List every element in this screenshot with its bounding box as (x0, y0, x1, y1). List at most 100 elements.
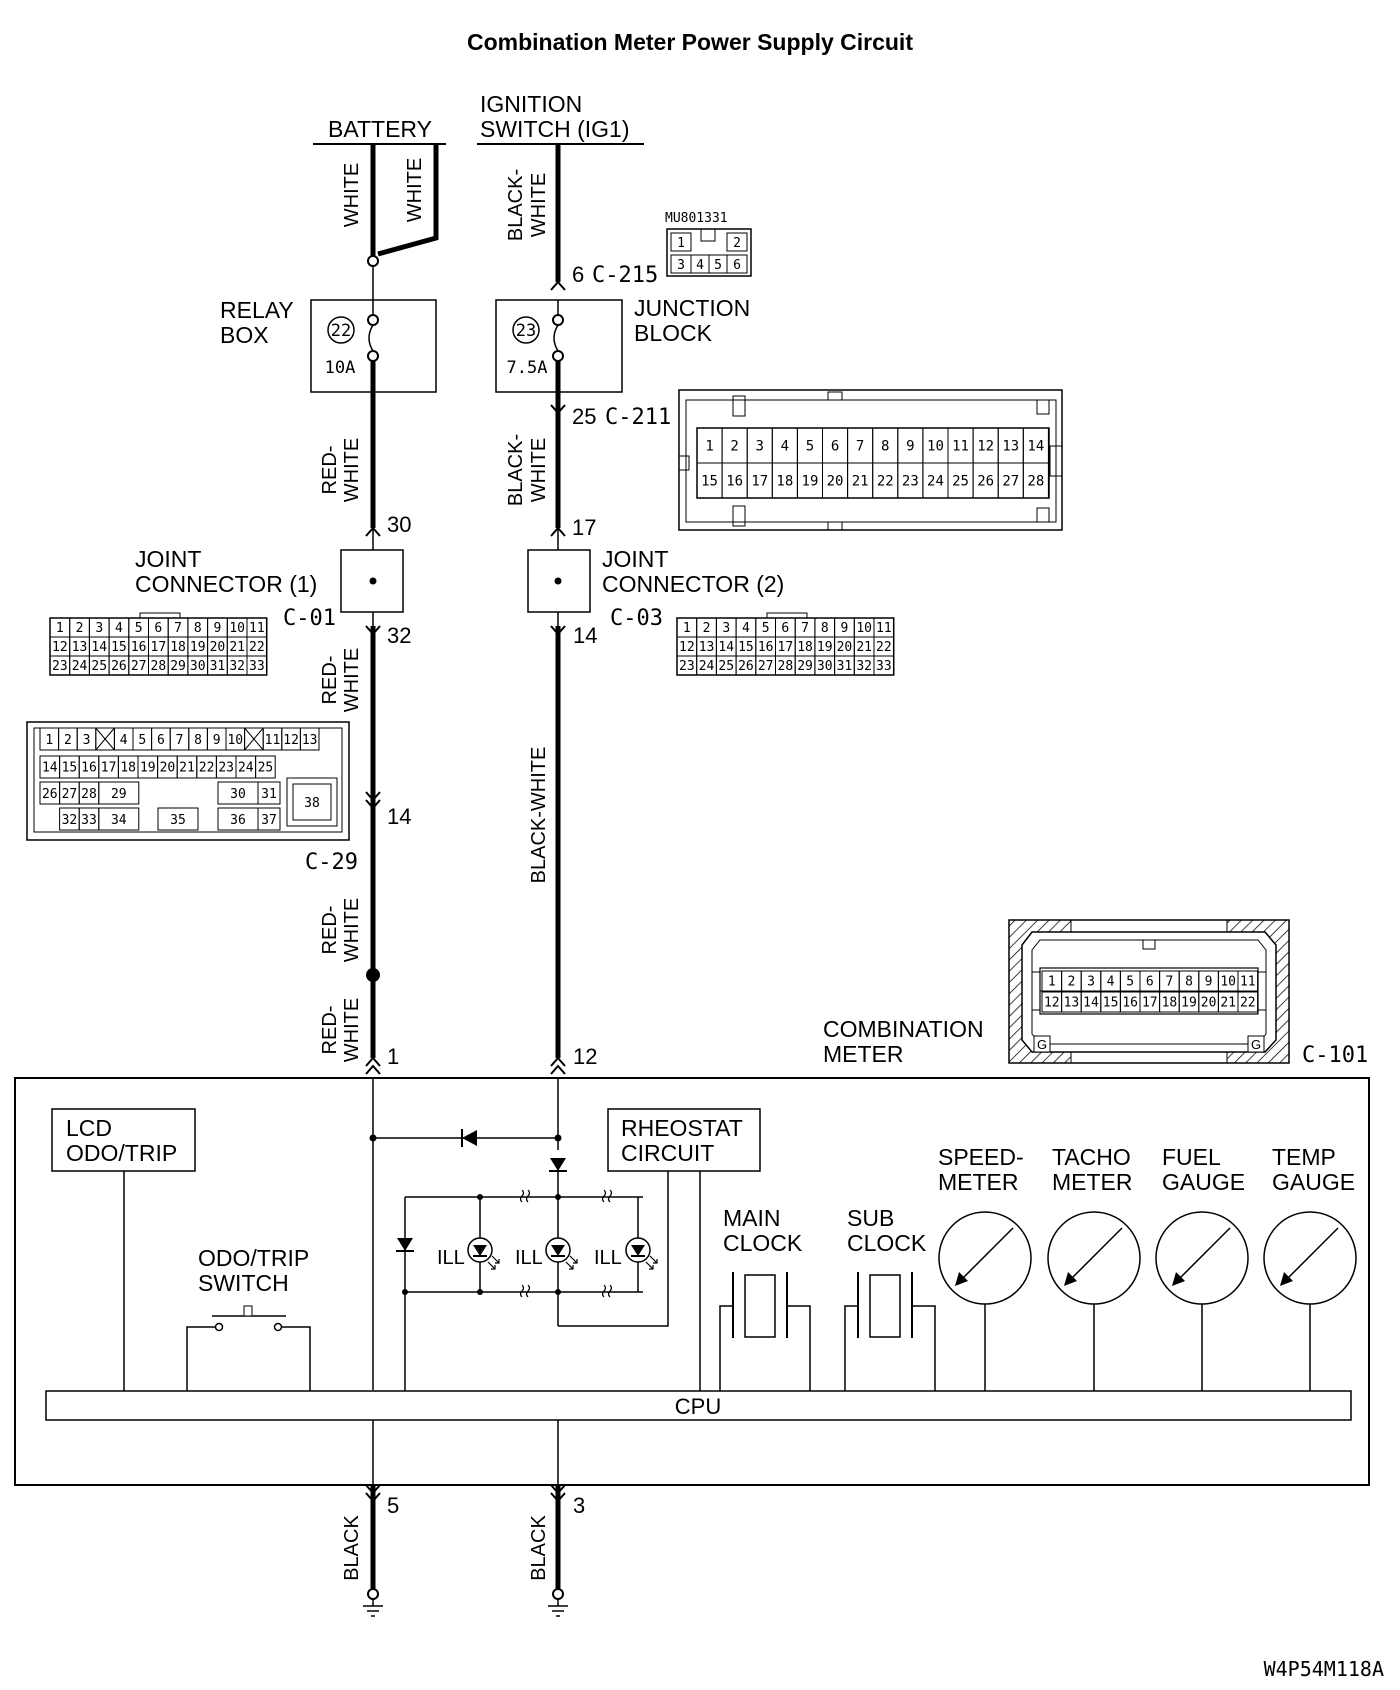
c29-pin-cell (98, 807, 140, 831)
c211-pin-number: 23 (902, 474, 919, 490)
c29-pin-cell (257, 781, 281, 805)
c01-face-pin-number: 1 (56, 621, 64, 636)
ill-label-3: ILL (594, 1247, 622, 1269)
c03-pin-out: 14 (573, 623, 597, 648)
c29-pin-cell (255, 755, 276, 779)
ig-wire-label-2a: BLACK- (505, 434, 527, 506)
rail-diode (549, 1158, 567, 1197)
illumination-lamp-icon (545, 1197, 578, 1292)
ground-wire-label-right: BLACK (528, 1515, 550, 1581)
gauge-dial-icon (1263, 1211, 1357, 1391)
c03-face-pin-number: 10 (856, 621, 872, 636)
c03-face-pin-number: 15 (738, 640, 754, 655)
c211-pin-number: 14 (1027, 439, 1044, 455)
c215-name: C-215 (592, 263, 658, 288)
junction-block-label-2: BLOCK (634, 320, 713, 346)
c03-face-pin-number: 23 (679, 659, 695, 674)
battery-wire-label-2: WHITE (404, 158, 426, 222)
main-clock-label-2: CLOCK (723, 1230, 803, 1256)
c101-pin-12: 12 (573, 1044, 597, 1069)
relay-box: 22 10A (310, 255, 437, 393)
ignition-wire-label-1: BLACK- (505, 169, 527, 241)
c101-pin-1: 1 (387, 1044, 399, 1069)
c03-face-pin-number: 31 (837, 659, 853, 674)
c01-face-pin-number: 32 (229, 659, 245, 674)
ground-wire-label-left: BLACK (341, 1515, 363, 1581)
wire-label-c29-2: WHITE (341, 898, 363, 962)
odo-trip-switch (186, 1305, 311, 1391)
illumination-circuit (396, 1171, 669, 1391)
joint-connector-1 (340, 528, 404, 626)
c211-name: C-211 (605, 405, 671, 430)
c01-face-pin-number: 26 (111, 659, 127, 674)
c01-face-pin-number: 6 (154, 621, 162, 636)
c29-pin-number: 30 (230, 787, 246, 802)
relay-box-label-2: BOX (220, 322, 269, 348)
ground-symbol-right (548, 1588, 568, 1617)
c29-pin-number: 28 (81, 787, 97, 802)
c101-pin-number: 19 (1181, 996, 1197, 1011)
c29-pin-number: 10 (227, 733, 243, 748)
c29-pin-number: 37 (261, 813, 277, 828)
c211-pin-number: 9 (906, 439, 914, 455)
c29-pin-number: 31 (261, 787, 277, 802)
lcd-label-2: ODO/TRIP (66, 1140, 177, 1166)
c211-pin-number: 27 (1002, 474, 1019, 490)
svg-text:3: 3 (677, 258, 685, 273)
c211-pin-number: 15 (701, 474, 718, 490)
c29-pin-number: 12 (283, 733, 299, 748)
junction-fuse-rating: 7.5A (507, 358, 548, 378)
gauges (938, 1211, 1357, 1391)
c101-pin-number: 18 (1162, 996, 1178, 1011)
c215-part-number: MU801331 (665, 211, 728, 226)
ignition-label-2: SWITCH (IG1) (480, 116, 630, 142)
c01-face-pin-number: 27 (131, 659, 147, 674)
sub-clock-label-2: CLOCK (847, 1230, 927, 1256)
c01-name: C-01 (283, 606, 336, 631)
c29-pin-number: 4 (120, 733, 128, 748)
ignition-wire-label-2: WHITE (528, 173, 550, 237)
rheostat-circuit (607, 1108, 761, 1172)
c29-pin-number: 21 (179, 761, 195, 776)
c29-pin-number: 11 (265, 733, 281, 748)
c03-label-2: CONNECTOR (2) (602, 571, 784, 597)
c101-pin-cell (1237, 970, 1259, 992)
rheostat-label-1: RHEOSTAT (621, 1115, 743, 1141)
main-clock-crystal (719, 1272, 811, 1391)
isolation-diode (369, 1129, 562, 1147)
c03-face-pin-number: 16 (758, 640, 774, 655)
junction-block: 23 7.5A (495, 299, 623, 393)
sub-clock-crystal (844, 1272, 936, 1391)
c101-pin-number: 15 (1103, 996, 1119, 1011)
relay-fuse-number: 22 (331, 321, 351, 341)
c101-pin-number: 14 (1083, 996, 1099, 1011)
c211-pin-number: 24 (927, 474, 944, 490)
c03-face-pin-number: 18 (797, 640, 813, 655)
c03-face-pin-number: 9 (841, 621, 849, 636)
c29-pin-number: 24 (238, 761, 254, 776)
c29-pin-number: 20 (160, 761, 176, 776)
c211-pin-number: 4 (781, 439, 789, 455)
c01-pin-in: 30 (387, 512, 411, 537)
c03-face-pin-number: 27 (758, 659, 774, 674)
svg-text:1: 1 (677, 236, 685, 251)
gauge-speed-label-2: METER (938, 1169, 1019, 1195)
c29-pin-number: 17 (101, 761, 117, 776)
c01-face-pin-number: 31 (210, 659, 226, 674)
c03-face-pin-number: 32 (856, 659, 872, 674)
ignition-label-1: IGNITION (480, 91, 582, 117)
c01-face-pin-number: 12 (52, 640, 68, 655)
c211-pin-number: 6 (831, 439, 839, 455)
c01-face-pin-number: 22 (249, 640, 265, 655)
c101-pin-cell (1237, 991, 1259, 1013)
c29-pin-number: 33 (81, 813, 97, 828)
c29-pin-number: 34 (111, 813, 127, 828)
c101-pin-number: 2 (1067, 975, 1075, 990)
c01-pin-out: 32 (387, 623, 411, 648)
c03-face-pin-number: 25 (718, 659, 734, 674)
c01-face-pin-number: 30 (190, 659, 206, 674)
c101-pin-number: 11 (1240, 975, 1256, 990)
c29-pin-number: 27 (62, 787, 78, 802)
c03-label-1: JOINT (602, 546, 668, 572)
